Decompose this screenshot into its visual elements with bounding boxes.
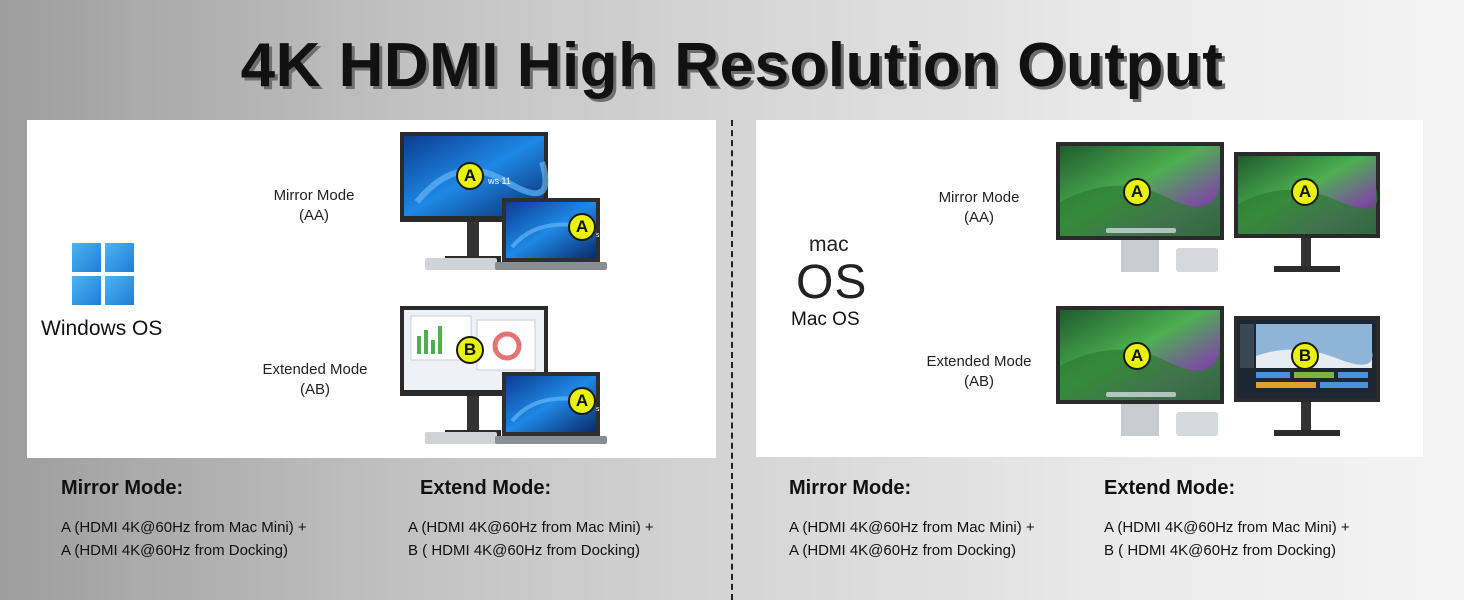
marker-b-icon: B (456, 336, 484, 364)
mac-panel: mac OS Mac OS Mirror Mode (AA) Extended … (756, 120, 1423, 457)
left-extend-line2: B ( HDMI 4K@60Hz from Docking) (408, 542, 640, 559)
marker-b-icon: B (1291, 342, 1319, 370)
right-mirror-heading: Mirror Mode: (789, 477, 912, 499)
windows-logo-icon (72, 243, 134, 305)
windows-laptop-screen-text: s 11 (596, 406, 609, 413)
mac-logo-text: mac (809, 233, 849, 256)
marker-a-icon: A (1291, 178, 1319, 206)
windows-panel: Windows OS Mirror Mode (AA) Extended Mod… (27, 120, 716, 458)
windows-mirror-mode-label: Mirror Mode (AA) (273, 187, 355, 224)
right-extend-line1: A (HDMI 4K@60Hz from Mac Mini) + (1104, 519, 1350, 536)
mac-os-label: Mac OS (791, 309, 860, 330)
windows-extended-illustration (400, 306, 607, 444)
page-title: 4K HDMI High Resolution Output (240, 31, 1224, 100)
right-extend-line2: B ( HDMI 4K@60Hz from Docking) (1104, 542, 1336, 559)
left-extend-heading: Extend Mode: (420, 477, 552, 499)
windows-os-label: Windows OS (41, 317, 163, 340)
windows-extended-setup: s 11 B A (397, 306, 617, 456)
macos-logo-text: OS (796, 256, 868, 309)
left-mirror-line2: A (HDMI 4K@60Hz from Docking) (61, 542, 288, 559)
mac-mirror-illustration (1056, 142, 1380, 272)
right-mirror-line1: A (HDMI 4K@60Hz from Mac Mini) + (789, 519, 1035, 536)
right-extend-heading: Extend Mode: (1104, 477, 1236, 499)
marker-a-icon: A (568, 387, 596, 415)
mac-mirror-setup: A A (1056, 142, 1382, 274)
mac-mirror-mode-label: Mirror Mode (AA) (938, 189, 1020, 226)
windows-mirror-setup: ws 11 s 11 A A (397, 132, 617, 282)
mac-extended-setup: A B (1056, 306, 1382, 438)
windows-laptop-screen-text: s 11 (596, 232, 609, 239)
mac-extended-mode-label: Extended Mode (AB) (926, 353, 1032, 390)
mac-extended-illustration (1056, 306, 1380, 436)
left-mirror-heading: Mirror Mode: (61, 477, 184, 499)
center-divider (731, 120, 733, 600)
marker-a-icon: A (1123, 178, 1151, 206)
left-extend-line1: A (HDMI 4K@60Hz from Mac Mini) + (408, 519, 654, 536)
marker-a-icon: A (568, 213, 596, 241)
marker-a-icon: A (1123, 342, 1151, 370)
windows-mirror-illustration (400, 132, 607, 270)
marker-a-icon: A (456, 162, 484, 190)
left-mirror-line1: A (HDMI 4K@60Hz from Mac Mini) + (61, 519, 307, 536)
windows-monitor-screen-text: ws 11 (488, 176, 511, 186)
right-mirror-line2: A (HDMI 4K@60Hz from Docking) (789, 542, 1016, 559)
windows-extended-mode-label: Extended Mode (AB) (262, 361, 368, 398)
